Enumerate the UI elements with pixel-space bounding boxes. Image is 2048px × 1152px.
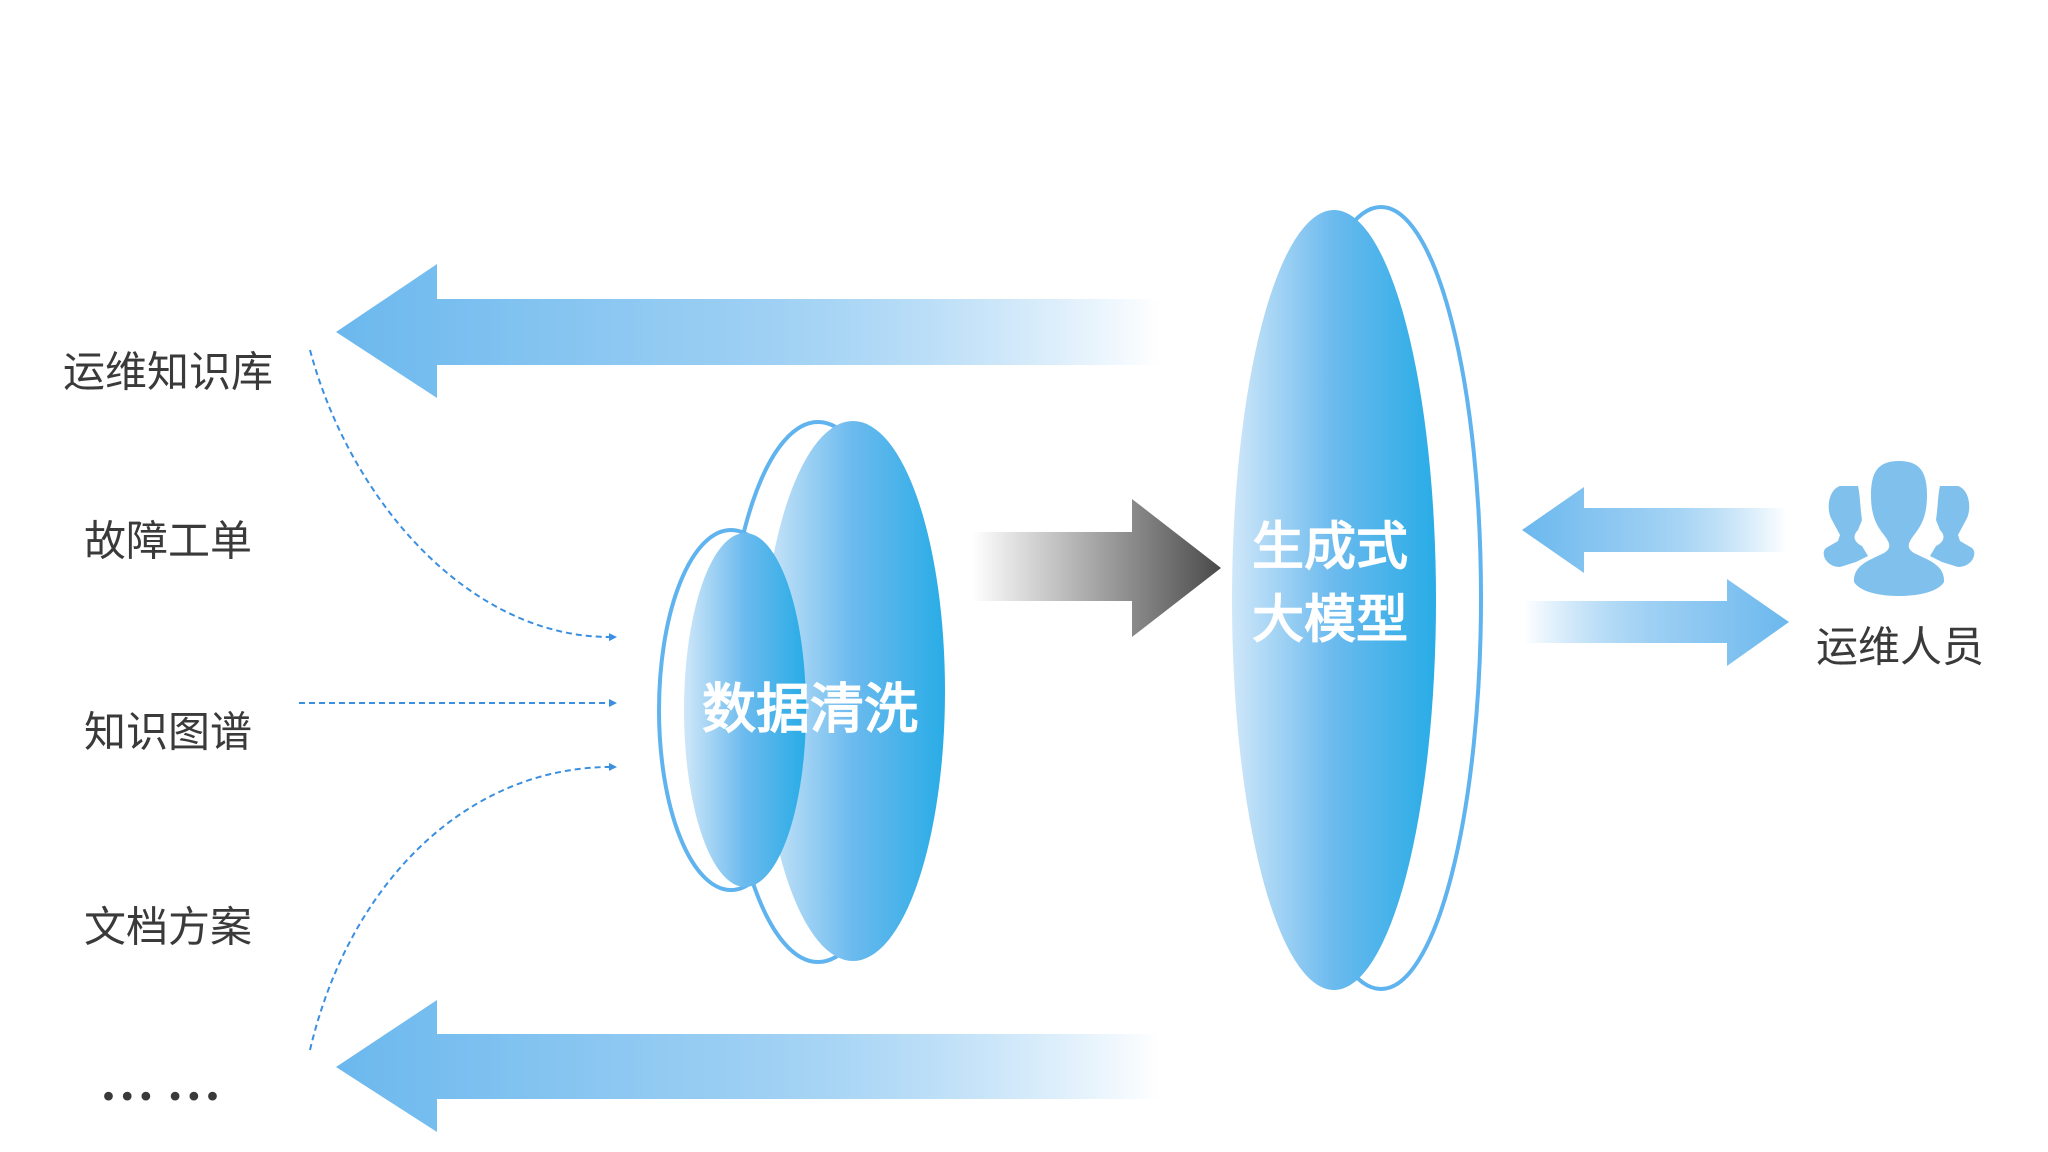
data-cleaning-label: 数据清洗 [702,677,918,741]
ops-staff-label: 运维人员 [1815,622,1985,672]
model-ellipse [1232,210,1436,990]
user-to-model-arrow [1522,487,1787,573]
source-document-plans: 文档方案 [83,902,253,952]
cleaning-big-ellipse [761,421,945,961]
bottom-return-arrow [336,1000,1160,1132]
source-ops-knowledge-base: 运维知识库 [62,347,274,397]
people-icon [1823,461,1975,596]
model-label-line1: 生成式 [1251,517,1409,578]
model-to-user-arrow [1524,579,1789,666]
source-fault-tickets: 故障工单 [83,516,253,566]
source-more-ellipsis: ••• ••• [99,1080,223,1116]
source-knowledge-graph: 知识图谱 [83,707,253,757]
top-return-arrow [336,264,1160,398]
process-arrow [972,499,1221,637]
cleaning-small-ellipse [684,533,806,887]
flow-curve-top [309,349,617,642]
flow-curve-bottom [309,762,617,1051]
model-label-line2: 大模型 [1251,590,1409,651]
